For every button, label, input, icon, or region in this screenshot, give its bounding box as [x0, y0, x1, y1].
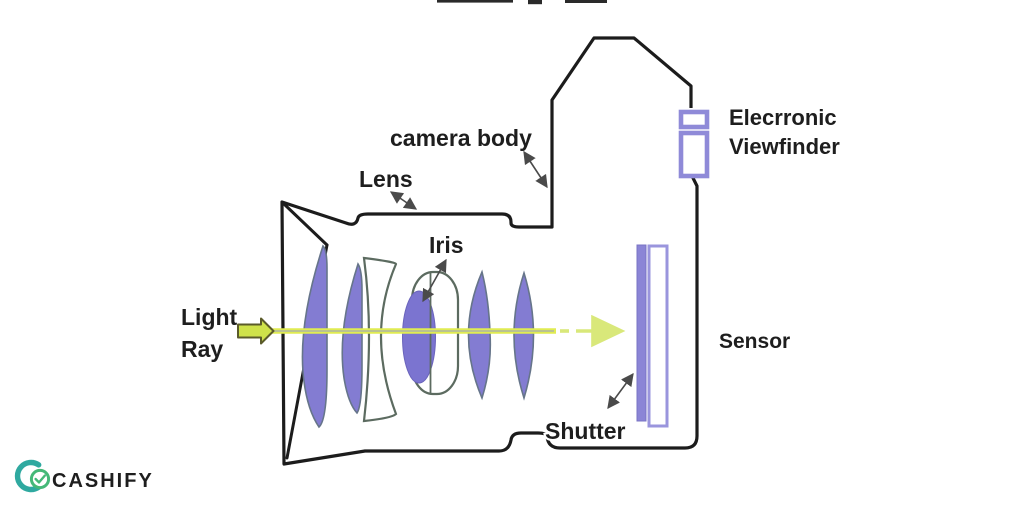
lens-pointer-arrow — [389, 191, 418, 210]
label-iris: Iris — [429, 232, 464, 258]
pointer-arrows — [389, 150, 634, 410]
cashify-wordmark: CASHIFY — [52, 470, 154, 492]
rear-lens-elements — [467, 269, 535, 401]
camera-body-outline — [280, 36, 699, 466]
label-camera-body: camera body — [390, 125, 532, 151]
lens-element-4 — [467, 269, 492, 401]
shutter-pointer-arrow — [607, 372, 634, 410]
viewfinder-body — [678, 130, 710, 179]
cashify-c-icon — [14, 459, 42, 493]
label-light-line1: Light — [181, 304, 238, 330]
top-crop-artifact — [437, 0, 607, 5]
cashify-logo: CASHIFY — [14, 459, 154, 493]
label-evf-line1: Elecrronic — [729, 105, 837, 130]
iris-opening — [402, 290, 436, 384]
lens-element-1 — [301, 244, 328, 429]
lens-element-5 — [513, 270, 535, 401]
camera-body-pointer-arrow — [523, 150, 548, 189]
label-evf-line2: Viewfinder — [729, 134, 840, 159]
label-shutter: Shutter — [545, 418, 626, 444]
cashify-check-icon — [29, 468, 51, 490]
label-sensor: Sensor — [719, 330, 790, 353]
label-light-line2: Ray — [181, 336, 223, 362]
lens-element-2 — [341, 262, 363, 415]
sensor-plate — [647, 244, 669, 428]
cashify-check-mark — [34, 474, 46, 484]
light-ray-entry-arrow-icon — [237, 317, 275, 345]
lens-elements — [301, 244, 398, 429]
lens-element-3-concave — [362, 256, 398, 423]
shutter-blade — [636, 244, 647, 422]
light-ray — [237, 314, 626, 348]
viewfinder-eyecup — [678, 109, 710, 130]
iris-pointer-arrow — [422, 258, 447, 303]
label-lens: Lens — [359, 166, 413, 192]
electronic-viewfinder — [678, 108, 710, 179]
